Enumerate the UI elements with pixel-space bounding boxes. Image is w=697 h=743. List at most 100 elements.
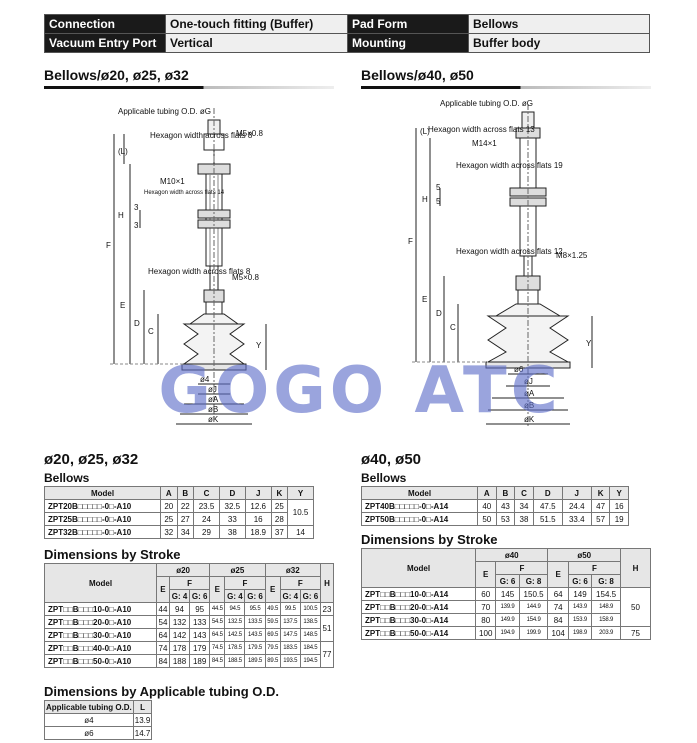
table-row: ZPT20B□□□□□-0□-A10 20 22 23.5 32.5 12.6 … [44,499,314,526]
table-cell: 25 [270,499,289,513]
model-cell: ZPT□□B□□□20-0□-A14 [361,600,476,614]
model-cell: ZPT40B□□□□□-0□-A14 [361,499,478,513]
table-cell: 84 [547,613,569,627]
dim-F: F [106,241,111,250]
stroke-table-left: Model ø20 ø25 ø32 H E F E F E F G: 4 G: … [44,563,334,668]
col-header: F [495,561,549,575]
table-cell: 137.5 [279,615,301,629]
dim-A: øA [524,389,535,398]
spec-value: One-touch fitting (Buffer) [165,14,348,34]
col-header: ø40 [474,548,549,562]
col-header: A [160,486,178,500]
thread-label: M5×0.8 [232,273,259,282]
thread-label: M8×1.25 [556,251,588,260]
table-row: ZPT40B□□□□□-0□-A14 40 43 34 47.5 24.4 47… [361,499,629,513]
table-cell: 40 [477,499,497,513]
table-cell: 150.5 [518,587,549,601]
table-cell: 64 [547,587,569,601]
table-cell: 94.5 [224,602,246,616]
spec-key: Connection [44,14,166,34]
col-header: E [547,561,569,588]
table-cell: 89.5 [264,654,281,668]
table-cell: 133.5 [244,615,266,629]
table-row: ZPT□□B□□□50-0□-A10 84 188 189 84.5 188.5… [44,654,334,668]
table-cell: 147.5 [279,628,301,642]
table-cell: 194.5 [299,654,322,668]
table-cell: 199.9 [518,626,549,640]
dim-H: H [422,195,428,204]
table-cell: 32 [160,525,178,539]
table-cell: 74 [156,641,170,655]
table-cell: 132.5 [224,615,246,629]
table-cell: 77 [320,641,334,668]
dim-d4: ø4 [200,375,210,384]
table-cell: 23.5 [193,499,220,513]
table-cell: 194.9 [495,626,520,640]
table-cell: 95 [189,602,211,616]
col-header: G: 6 [567,574,593,588]
table-cell: 10.5 [287,499,314,526]
col-header: J [244,486,272,500]
table-header-row: Model A B C D J K Y [361,486,629,500]
model-cell: ZPT25B□□□□□-0□-A10 [44,512,161,526]
col-header: F [224,576,266,590]
bellows-table-right: Model A B C D J K Y ZPT40B□□□□□-0□-A14 4… [361,486,629,526]
dim-A: øA [208,395,219,404]
dim-3: 3 [134,203,139,212]
table-cell: 51 [320,615,334,642]
table-cell: 188 [168,654,191,668]
table-cell: 27 [176,512,195,526]
table-cell: 132 [168,615,191,629]
table-cell: 99.5 [279,602,301,616]
table-row: ZPT50B□□□□□-0□-A14 50 53 38 51.5 33.4 57… [361,512,629,526]
table-header-row: E F E F E F [45,576,334,603]
spec-value: Vertical [165,33,348,53]
table-cell: 84.5 [209,654,226,668]
hex-label: Hexagon width across flats 19 [456,161,563,170]
col-header: Model [44,486,161,500]
col-header: ø32 [264,563,322,577]
tubing-label: Applicable tubing O.D. øG [440,99,533,108]
col-header: G: 4 [224,589,246,603]
table-cell: 60 [474,587,497,601]
model-cell: ZPT20B□□□□□-0□-A10 [44,499,161,513]
section-underline-right [361,86,651,89]
table-cell: 16 [244,512,272,526]
col-header: ø25 [209,563,266,577]
table-cell: 22 [176,499,195,513]
table-cell: 54.5 [209,615,226,629]
table-cell: 25 [160,512,178,526]
col-header: Applicable tubing O.D. [44,700,134,714]
table-cell: 80 [474,613,497,627]
dim-H: H [118,211,124,220]
col-header: G: 6 [244,589,266,603]
col-header: C [514,486,534,500]
table-cell: 143.5 [244,628,266,642]
col-header: ø20 [155,563,211,577]
col-header: L [132,700,153,714]
table-cell: 28 [270,512,289,526]
table-row: ø6 14.7 [44,726,153,740]
table-cell: 183.5 [279,641,301,655]
table-row: ZPT□□B□□□40-0□-A10 74 178 179 74.5 178.5… [44,641,334,668]
table-cell: 19 [609,512,629,526]
table-cell: 47.5 [532,499,563,513]
table-cell: 14.7 [132,726,153,740]
table-cell: 38 [218,525,246,539]
table-cell: 44 [156,602,170,616]
stroke-table-right: Model ø40 ø50 H E F E F G: 6 G: 8 G: 6 G… [361,548,651,640]
table-cell: 50 [620,587,651,627]
table-cell: 153.9 [567,613,593,627]
col-header: G: 6 [189,589,211,603]
col-header: Y [609,486,629,500]
table-cell: 178 [168,641,191,655]
thread-label: M10×1 [160,177,185,186]
table-cell: 100.5 [299,602,322,616]
col-header: C [193,486,220,500]
tubing-title: Dimensions by Applicable tubing O.D. [44,684,279,699]
table-header-row: Applicable tubing O.D. L [44,700,153,714]
col-header: F [168,576,211,590]
table-cell: 184.5 [299,641,322,655]
model-cell: ZPT□□B□□□10-0□-A14 [361,587,476,601]
col-header: F [567,561,622,575]
